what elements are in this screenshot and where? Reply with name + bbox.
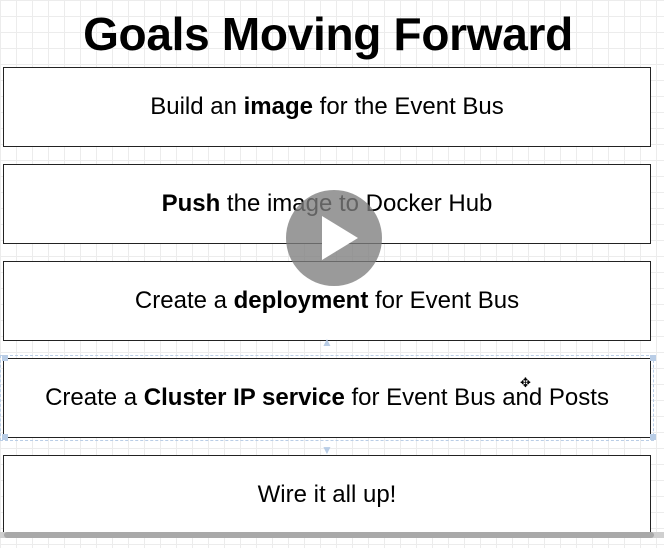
goal-text-bold: Push [161,190,221,217]
goal-text-after: for the Event Bus [313,93,504,120]
goal-box-build-image[interactable]: Build an image for the Event Bus [3,67,651,147]
slide-title: Goals Moving Forward [83,8,573,60]
goal-text-bold: deployment [233,287,369,314]
goal-text-bold: image [243,93,313,120]
resize-arrow-down-icon[interactable]: ▼ [321,443,333,457]
goal-text-after: for Event Bus [368,287,520,314]
selection-handle-top-left[interactable] [2,355,8,361]
goal-text: Wire it all up! [258,481,397,509]
goal-text-after: Wire it all up! [257,481,397,508]
goal-text-before: Build an [150,93,244,120]
play-icon [322,216,358,260]
goal-text-after: for Event Bus and Posts [344,384,609,411]
goal-text: Create a Cluster IP service for Event Bu… [45,384,609,412]
goal-text: Build an image for the Event Bus [150,93,504,121]
selection-handle-bottom-right[interactable] [650,434,656,440]
scrollbar-thumb[interactable] [4,532,654,538]
selection-handle-top-right[interactable] [650,355,656,361]
goal-text-before: Create a [45,384,144,411]
goal-box-cluster-ip-service[interactable]: Create a Cluster IP service for Event Bu… [0,355,654,441]
goal-box-wire-up[interactable]: Wire it all up! [3,455,651,535]
resize-arrow-up-icon[interactable]: ▲ [321,335,333,349]
play-button[interactable] [286,190,382,286]
move-cursor-icon: ✥ [520,375,531,390]
horizontal-scrollbar[interactable] [0,532,664,538]
selection-handle-bottom-left[interactable] [2,434,8,440]
goal-text-bold: Cluster IP service [143,384,345,411]
goal-text-before: Create a [134,287,234,314]
goal-text: Create a deployment for Event Bus [135,287,519,315]
